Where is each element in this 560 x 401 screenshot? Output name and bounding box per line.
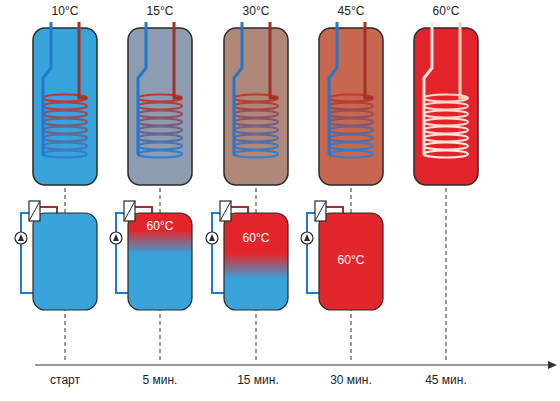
temperature-label: 15°C: [124, 4, 196, 18]
temperature-label: 45°C: [315, 4, 387, 18]
temperature-label: 60°C: [410, 4, 482, 18]
storage-tank: [15, 201, 97, 310]
storage-tank: [110, 201, 192, 310]
coil-tank: [319, 22, 383, 185]
time-axis: [35, 364, 548, 365]
time-label: 45 мин.: [425, 373, 467, 387]
temperature-label: 10°C: [29, 4, 101, 18]
time-label: старт: [50, 373, 80, 387]
tank-heading: 45°C: [315, 28, 387, 185]
time-label: 5 мин.: [143, 373, 178, 387]
coil-tank: [128, 22, 192, 185]
coil-tank: [33, 22, 97, 185]
tank-temperature: 60°C: [315, 213, 387, 310]
coil-tank: [414, 22, 478, 185]
tank-heading: 15°C: [124, 28, 196, 185]
tank-heading: 10°C: [29, 28, 101, 185]
time-label: 30 мин.: [330, 373, 372, 387]
coil-tank: [224, 22, 288, 185]
tank-temperature: 60°C: [124, 213, 196, 310]
tank-temperature: 60°C: [220, 213, 292, 310]
temperature-label: 60°C: [124, 219, 196, 233]
temperature-label: 60°C: [220, 231, 292, 245]
temperature-label: 60°C: [315, 253, 387, 267]
axis-arrow: [548, 361, 557, 369]
time-line: [446, 188, 447, 362]
time-label: 15 мин.: [237, 373, 279, 387]
temperature-label: 30°C: [220, 4, 292, 18]
storage-tank: [206, 201, 288, 310]
tank-heading: 30°C: [220, 28, 292, 185]
tank-heading: 60°C: [410, 28, 482, 185]
